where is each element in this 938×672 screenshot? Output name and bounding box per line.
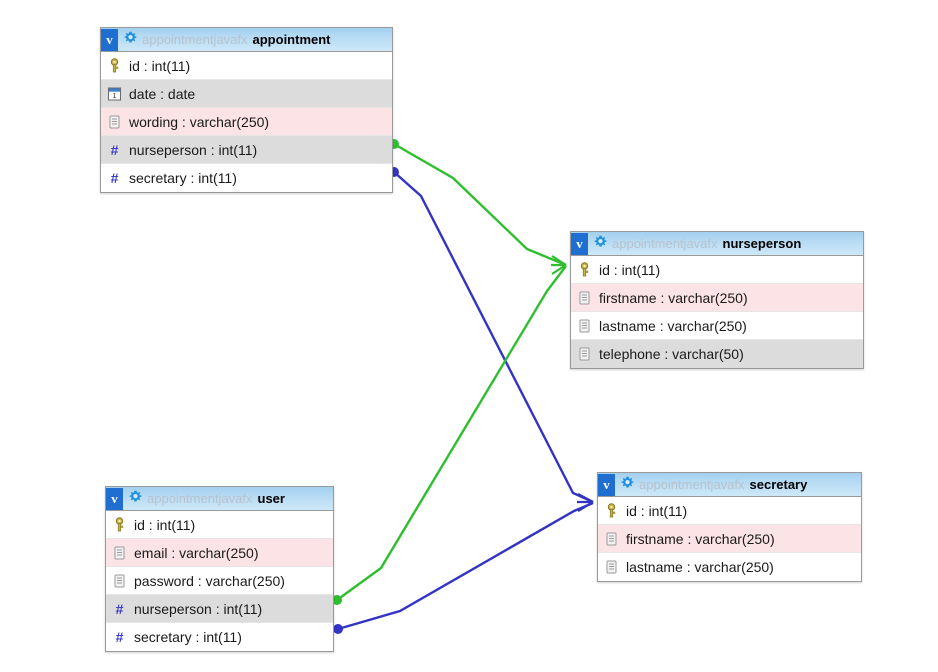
field-label: id : int(11) (129, 57, 191, 74)
field-row[interactable]: id : int(11) (571, 256, 863, 284)
field-row[interactable]: id : int(11) (106, 511, 333, 539)
field-label: nurseperson : int(11) (129, 141, 258, 158)
field-row[interactable]: password : varchar(250) (106, 567, 333, 595)
field-row[interactable]: # secretary : int(11) (101, 164, 392, 192)
field-label: nurseperson : int(11) (134, 600, 263, 617)
field-row[interactable]: id : int(11) (101, 52, 392, 80)
field-label: firstname : varchar(250) (626, 530, 775, 547)
v-badge-icon: v (101, 28, 118, 51)
field-row[interactable]: # secretary : int(11) (106, 623, 333, 651)
gear-icon[interactable] (124, 31, 137, 49)
field-label: email : varchar(250) (134, 544, 259, 561)
v-badge-icon: v (571, 232, 588, 255)
field-label: id : int(11) (599, 261, 661, 278)
text-field-icon (107, 114, 122, 130)
field-row[interactable]: lastname : varchar(250) (571, 312, 863, 340)
gear-icon[interactable] (621, 476, 634, 494)
schema-name: appointmentjavafx (142, 32, 248, 47)
field-row[interactable]: # nurseperson : int(11) (101, 136, 392, 164)
schema-name: appointmentjavafx (612, 236, 718, 251)
field-label: password : varchar(250) (134, 572, 285, 589)
field-row[interactable]: # nurseperson : int(11) (106, 595, 333, 623)
text-field-icon (604, 559, 619, 575)
key-icon (107, 57, 122, 74)
text-field-icon (112, 573, 127, 589)
hash-icon: # (110, 170, 119, 186)
field-label: telephone : varchar(50) (599, 346, 744, 362)
calendar-icon: 1 (107, 86, 122, 102)
field-row[interactable]: email : varchar(250) (106, 539, 333, 567)
entity-header-secretary[interactable]: v appointmentjavafx secretary (598, 473, 861, 497)
text-field-icon (577, 318, 592, 334)
text-field-icon (604, 531, 619, 547)
key-icon (604, 502, 619, 519)
hash-icon: # (115, 629, 124, 645)
hash-icon: # (115, 600, 124, 617)
field-label: wording : varchar(250) (129, 113, 270, 130)
link-user-secretary[interactable] (333, 501, 594, 634)
field-label: secretary : int(11) (129, 170, 237, 186)
field-row[interactable]: id : int(11) (598, 497, 861, 525)
field-row[interactable]: telephone : varchar(50) (571, 340, 863, 368)
link-appointment-secretary[interactable] (389, 167, 594, 512)
svg-text:1: 1 (113, 93, 117, 100)
field-label: lastname : varchar(250) (599, 317, 747, 334)
field-row[interactable]: lastname : varchar(250) (598, 553, 861, 581)
entity-table-secretary[interactable]: v appointmentjavafx secretary id : int(11) f… (597, 472, 862, 582)
entity-header-appointment[interactable]: v appointmentjavafx appointment (101, 28, 392, 52)
table-name: user (257, 491, 285, 506)
link-appointment-nurseperson[interactable] (389, 139, 567, 275)
text-field-icon (577, 346, 592, 362)
hash-icon: # (110, 141, 119, 158)
table-name: appointment (252, 32, 331, 47)
field-label: date : date (129, 85, 196, 102)
table-name: nurseperson (722, 236, 802, 251)
field-row[interactable]: firstname : varchar(250) (598, 525, 861, 553)
field-row[interactable]: wording : varchar(250) (101, 108, 392, 136)
v-badge-icon: v (106, 487, 123, 510)
entity-table-appointment[interactable]: v appointmentjavafx appointment id : int(11… (100, 27, 393, 193)
field-label: secretary : int(11) (134, 629, 242, 645)
key-icon (577, 261, 592, 278)
table-name: secretary (749, 477, 808, 492)
field-label: firstname : varchar(250) (599, 289, 748, 306)
entity-header-user[interactable]: v appointmentjavafx user (106, 487, 333, 511)
schema-name: appointmentjavafx (639, 477, 745, 492)
link-user-nurseperson[interactable] (332, 265, 567, 605)
entity-table-user[interactable]: v appointmentjavafx user id : int(11) email … (105, 486, 334, 652)
field-row[interactable]: 1 date : date (101, 80, 392, 108)
entity-header-nurseperson[interactable]: v appointmentjavafx nurseperson (571, 232, 863, 256)
text-field-icon (112, 545, 127, 561)
key-icon (112, 516, 127, 533)
v-badge-icon: v (598, 473, 615, 496)
field-label: id : int(11) (134, 516, 196, 533)
entity-table-nurseperson[interactable]: v appointmentjavafx nurseperson id : int(11… (570, 231, 864, 369)
field-label: lastname : varchar(250) (626, 559, 774, 575)
schema-name: appointmentjavafx (147, 491, 253, 506)
gear-icon[interactable] (594, 235, 607, 253)
gear-icon[interactable] (129, 490, 142, 508)
field-label: id : int(11) (626, 502, 688, 519)
field-row[interactable]: firstname : varchar(250) (571, 284, 863, 312)
text-field-icon (577, 290, 592, 306)
